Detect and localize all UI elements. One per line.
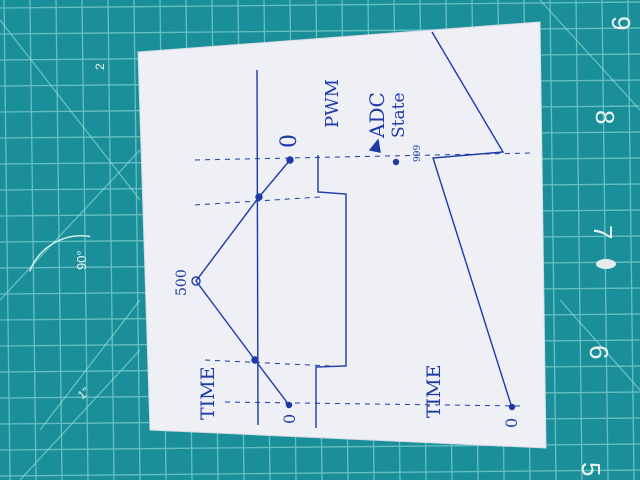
adc-point-marker xyxy=(255,193,263,201)
adc-point-marker xyxy=(191,276,201,286)
right-bottom-zero-label: 0 xyxy=(502,418,521,428)
adc-point-marker xyxy=(251,356,259,364)
pwm-waveform xyxy=(315,155,347,428)
left-time-axis xyxy=(256,69,259,426)
mat-corner-label: 2 xyxy=(93,63,107,70)
legend-adc-label: ADC xyxy=(365,92,389,139)
left-time-label: TIME xyxy=(197,366,219,420)
paper-sheet xyxy=(137,21,547,449)
mat-grid-line xyxy=(0,469,640,477)
mat-ruler-number: 7 xyxy=(588,225,618,239)
legend-state-label: State xyxy=(389,92,409,138)
mat-white-smudge xyxy=(596,259,616,269)
dashed-reference-line xyxy=(194,196,321,206)
legend-pwm-label: PWM xyxy=(322,79,343,128)
adc-point-marker xyxy=(285,401,293,409)
mat-ruler-number: 9 xyxy=(606,16,636,30)
state-waveform xyxy=(431,31,513,409)
mat-grid-line xyxy=(0,1,640,9)
sketch-drawing xyxy=(191,31,531,428)
mat-ruler-number: 8 xyxy=(590,110,620,124)
dashed-reference-line xyxy=(204,359,331,367)
adc-point-marker xyxy=(286,156,294,164)
right-step-value-label: 999 xyxy=(413,145,423,162)
mat-grid-line xyxy=(549,0,557,480)
mat-grid-line xyxy=(107,0,115,480)
mat-ruler-number: 6 xyxy=(584,345,614,359)
mat-grid-line xyxy=(133,0,141,480)
left-bottom-zero-label: 0 xyxy=(280,414,299,424)
mat-grid-line xyxy=(29,0,37,480)
mat-grid-line xyxy=(81,0,89,480)
left-top-zero-label: 0 xyxy=(277,134,302,148)
mat-ruler-number: 5 xyxy=(576,462,606,476)
adc-legend-arrow xyxy=(368,138,381,153)
mat-angle-arc xyxy=(28,235,91,272)
state-legend-dot xyxy=(392,158,400,166)
state-point-marker xyxy=(508,403,516,411)
right-time-label: TIME xyxy=(423,364,445,418)
mat-grid-line xyxy=(3,0,11,480)
adc-waveform xyxy=(195,159,291,406)
mat-angle-label: 90° xyxy=(74,250,89,270)
left-mid-value-label: 500 xyxy=(174,269,190,296)
